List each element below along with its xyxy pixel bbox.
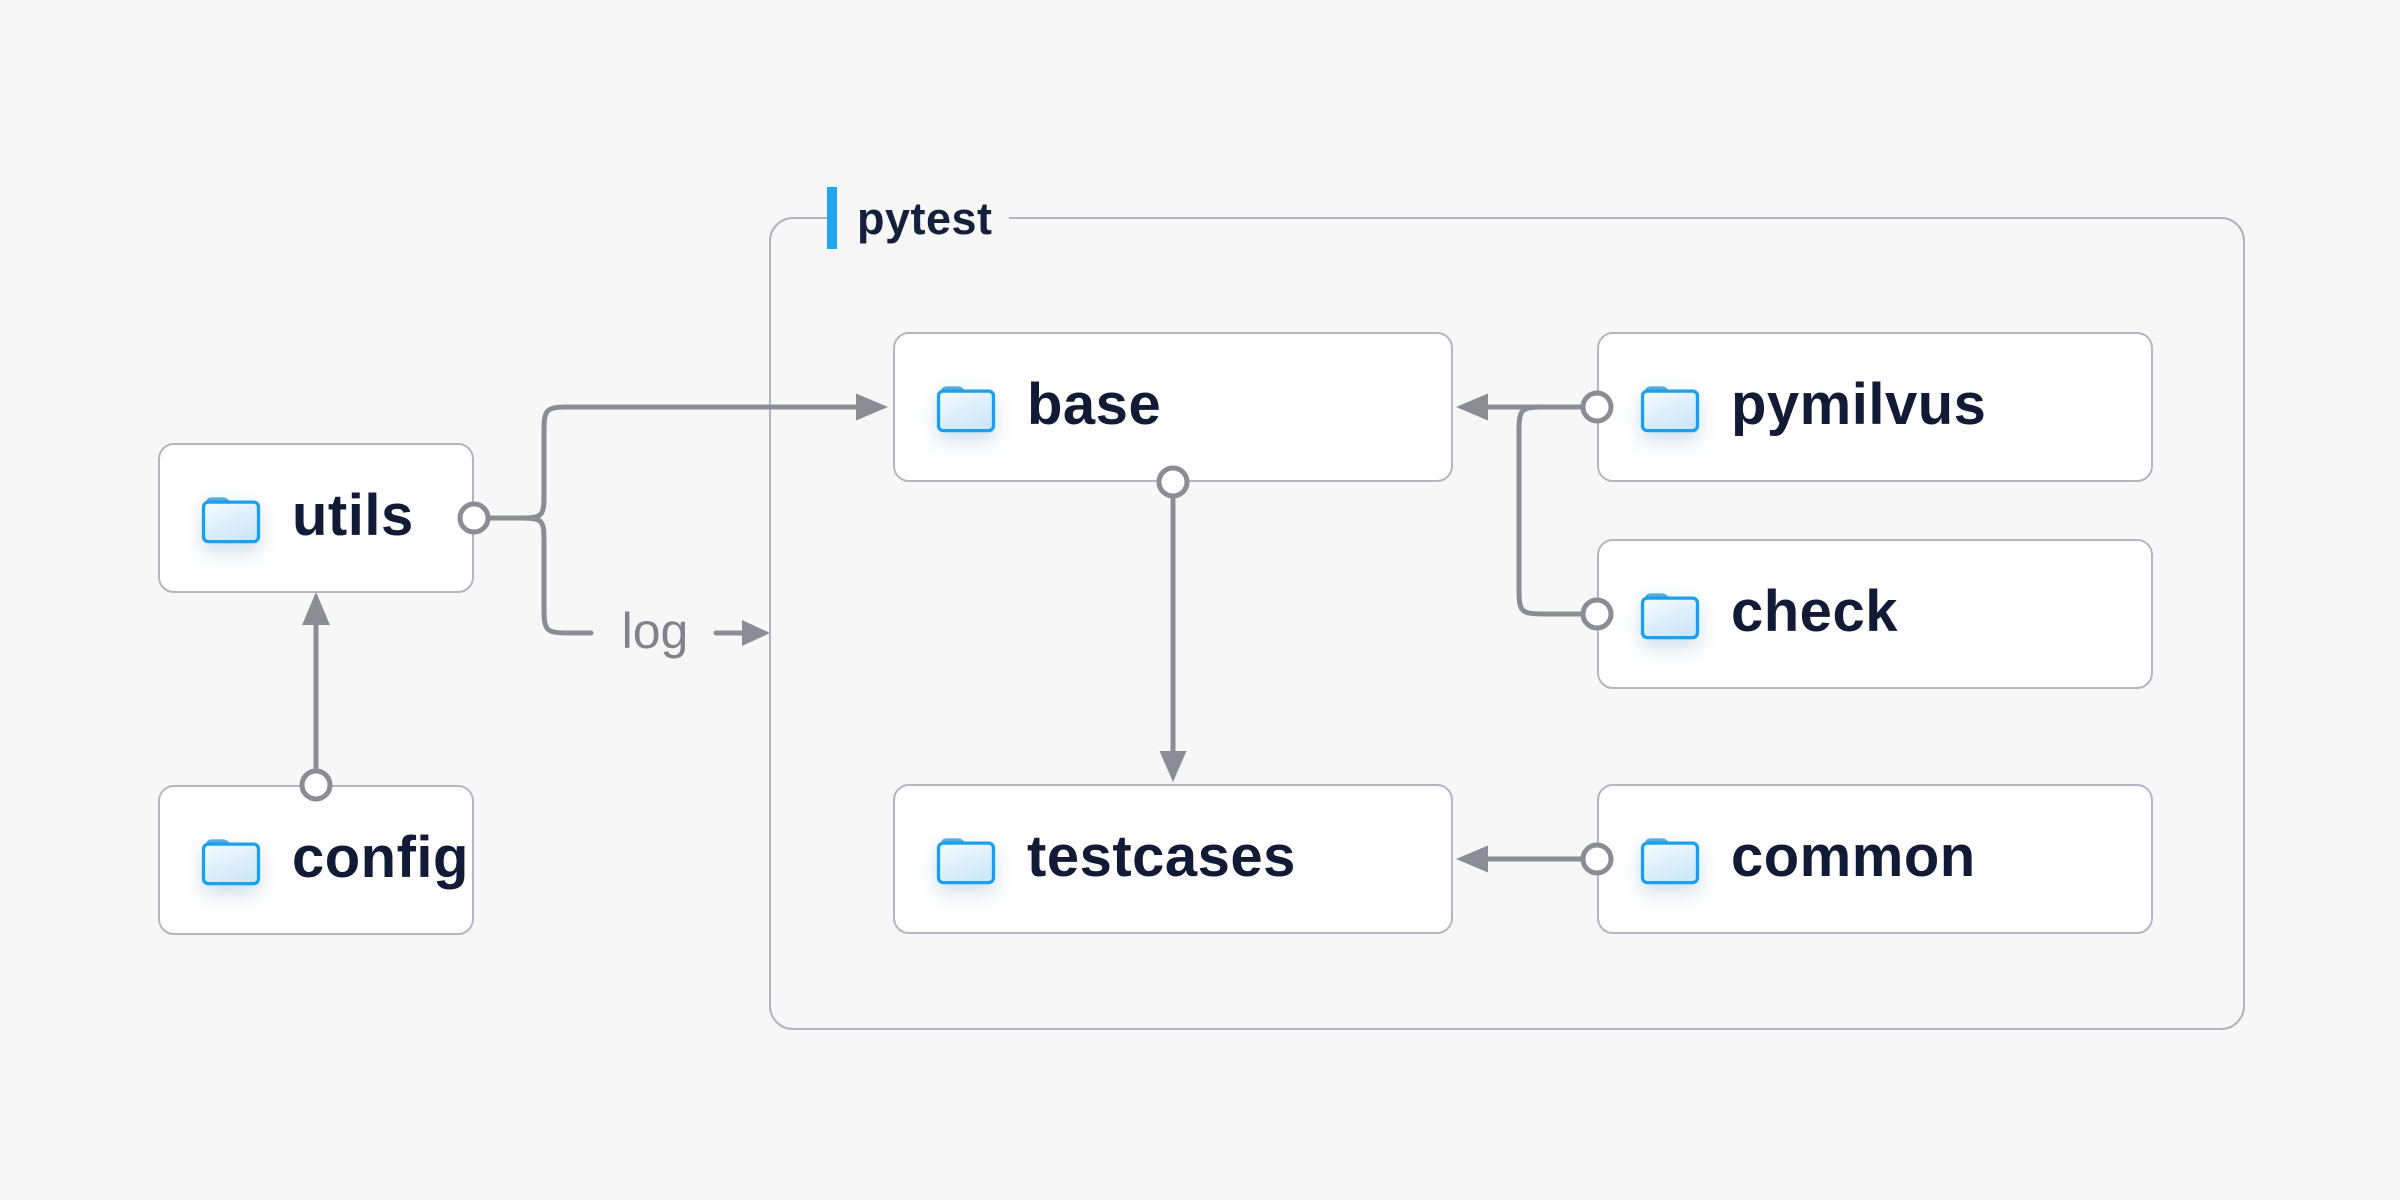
pytest-group-label: pytest — [827, 186, 1009, 250]
folder-node-check: check — [1597, 539, 2153, 689]
folder-icon — [1640, 386, 1700, 433]
folder-icon — [201, 497, 261, 544]
folder-node-config: config — [158, 785, 474, 935]
folder-label: config — [292, 825, 469, 890]
folder-icon — [936, 838, 996, 885]
folder-icon — [1640, 838, 1700, 885]
log-edge-label: log — [621, 603, 689, 659]
log-arrowhead — [742, 620, 770, 646]
folder-label: common — [1731, 824, 1976, 889]
folder-label: utils — [292, 483, 414, 548]
folder-label: base — [1027, 372, 1162, 437]
folder-node-testcases: testcases — [893, 784, 1453, 934]
folder-label: pymilvus — [1731, 372, 1987, 437]
edge-utils-log-line — [518, 515, 594, 636]
arrowhead-into-utils — [302, 592, 330, 625]
folder-label: testcases — [1027, 824, 1296, 889]
folder-node-common: common — [1597, 784, 2153, 934]
folder-node-pymilvus: pymilvus — [1597, 332, 2153, 482]
folder-icon — [201, 839, 261, 886]
folder-icon — [936, 386, 996, 433]
accent-bar — [827, 187, 837, 249]
folder-node-utils: utils — [158, 443, 474, 593]
pytest-group-title: pytest — [857, 192, 993, 244]
folder-icon — [1640, 593, 1700, 640]
folder-label: check — [1731, 579, 1898, 644]
pytest-group-container: pytest — [769, 186, 2245, 1030]
folder-node-base: base — [893, 332, 1453, 482]
